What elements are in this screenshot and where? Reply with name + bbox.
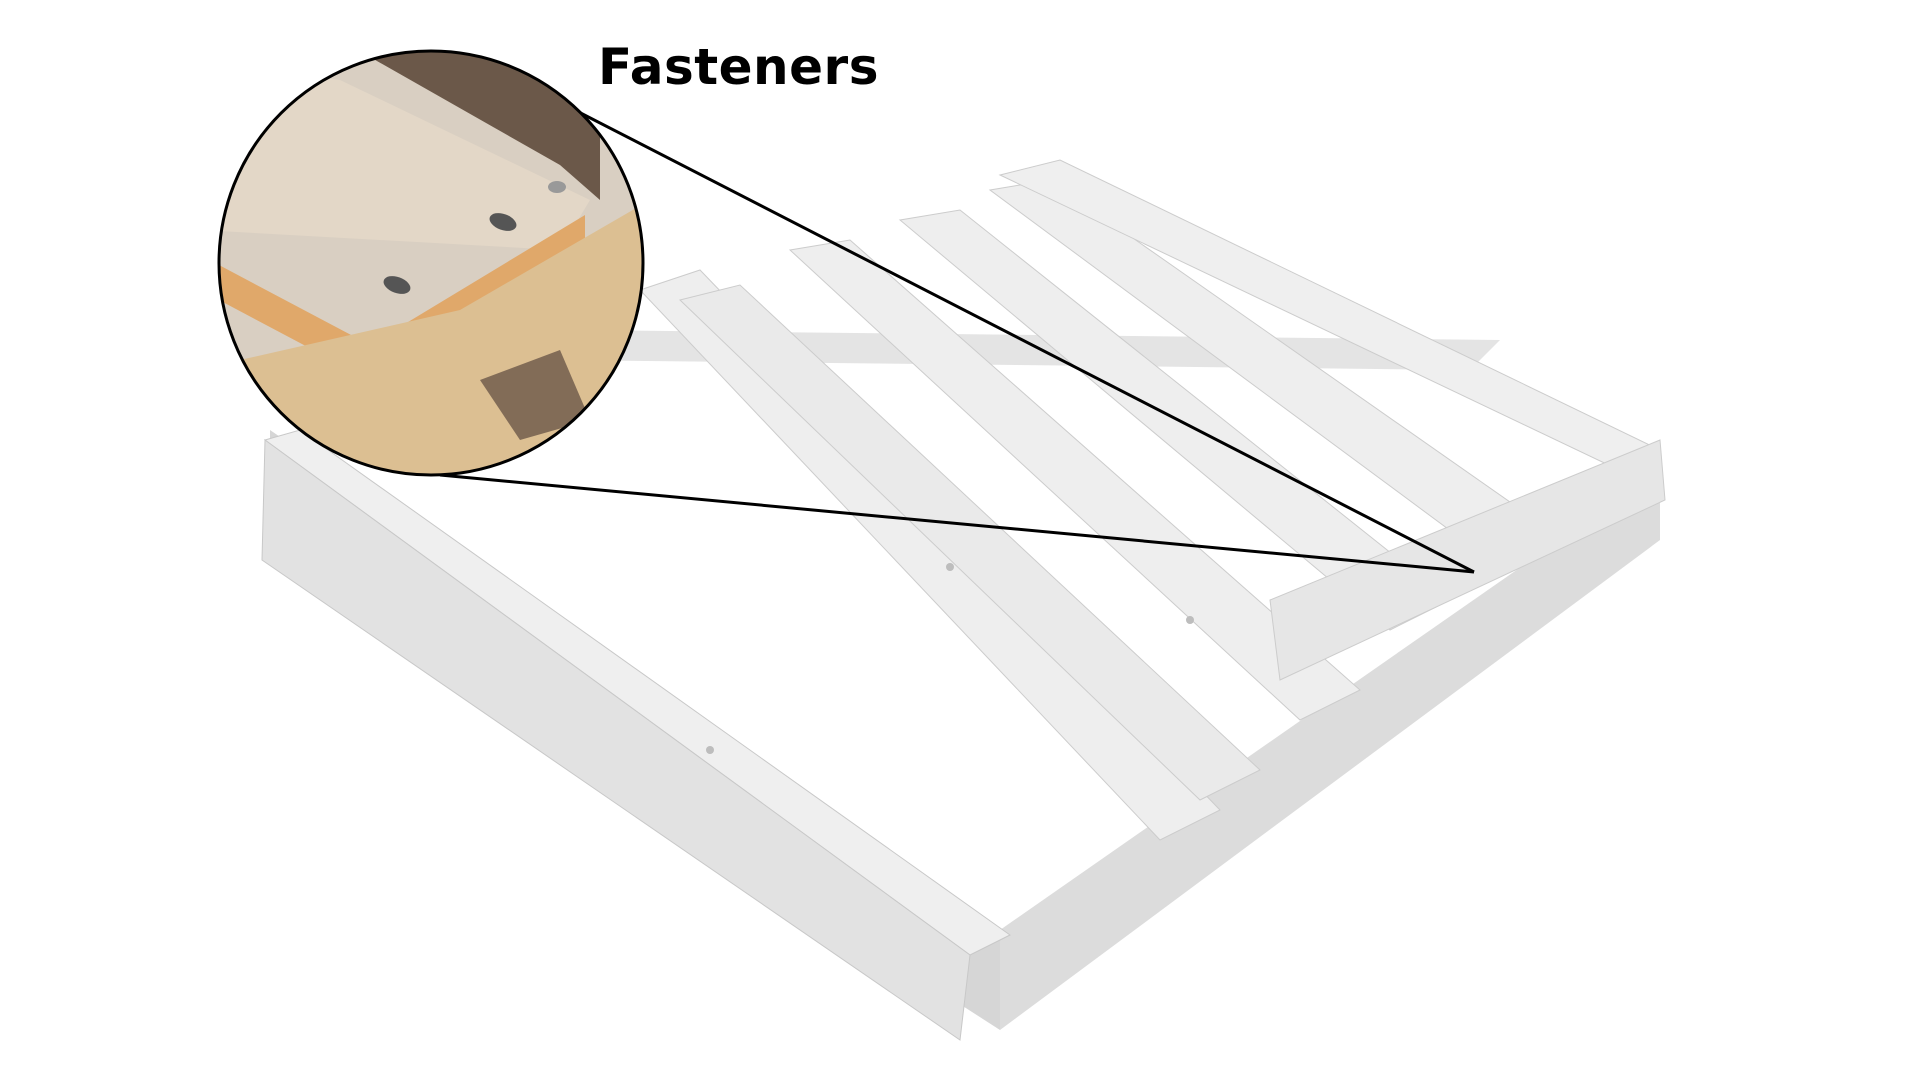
- callout-lines: [439, 103, 1475, 574]
- inset-circle-outline: [217, 49, 645, 477]
- diagram-title: Fasteners: [598, 38, 879, 96]
- inset-magnifier: [217, 49, 645, 477]
